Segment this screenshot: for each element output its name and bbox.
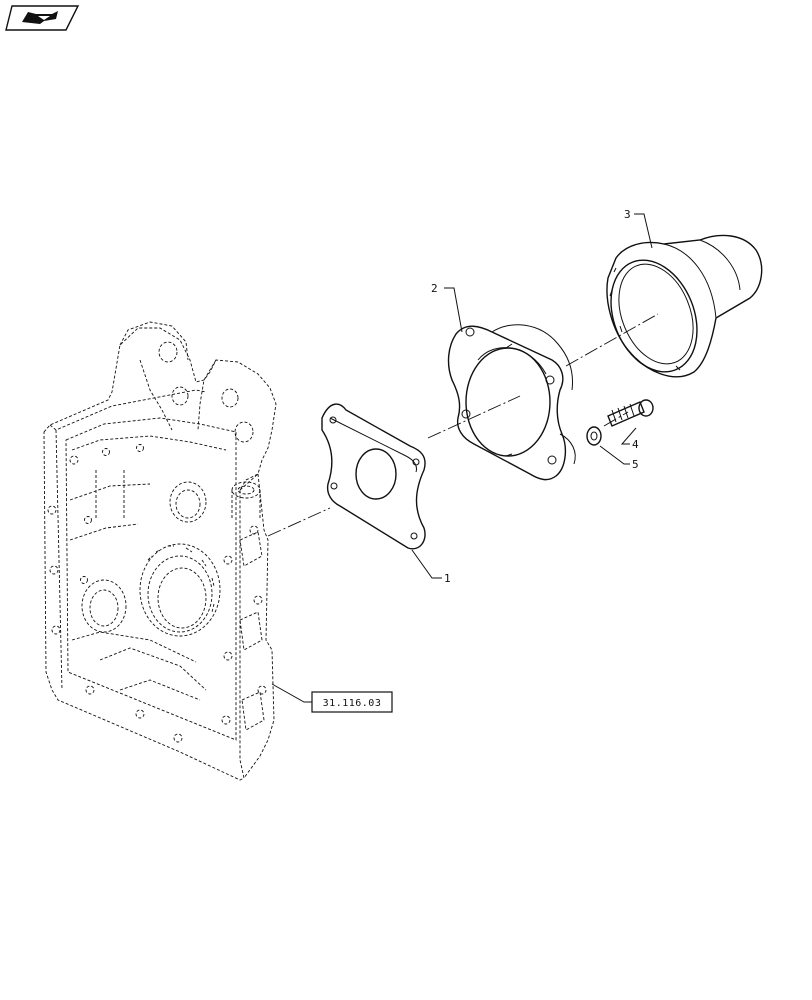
book-page-arrow-icon bbox=[22, 11, 58, 24]
leader-ref bbox=[271, 683, 312, 703]
reference-label: 31.116.03 bbox=[323, 698, 382, 709]
leader-5 bbox=[599, 445, 630, 465]
navigation-button[interactable] bbox=[5, 5, 80, 31]
centerline-flange-cover bbox=[565, 313, 659, 367]
leader-3 bbox=[634, 213, 653, 249]
part-5-washer[interactable] bbox=[586, 426, 602, 446]
callout-4[interactable]: 4 bbox=[632, 438, 639, 451]
reference-link[interactable]: 31.116.03 bbox=[311, 691, 393, 713]
centerline-housing-gasket bbox=[267, 507, 331, 537]
callout-5[interactable]: 5 bbox=[632, 458, 639, 471]
part-2-flange-housing[interactable] bbox=[447, 324, 576, 481]
centerline-bolt bbox=[603, 411, 629, 427]
leader-2 bbox=[444, 287, 463, 333]
callout-1[interactable]: 1 bbox=[444, 572, 451, 585]
leader-1 bbox=[411, 549, 442, 579]
callout-2[interactable]: 2 bbox=[431, 282, 438, 295]
part-1-gasket[interactable] bbox=[321, 403, 426, 550]
part-3-cover[interactable] bbox=[595, 234, 763, 384]
leader-4 bbox=[620, 427, 637, 445]
part-4-bolt[interactable] bbox=[607, 399, 654, 427]
transmission-housing bbox=[43, 321, 277, 781]
centerline-gasket-flange bbox=[427, 395, 521, 439]
callout-3[interactable]: 3 bbox=[624, 208, 631, 221]
